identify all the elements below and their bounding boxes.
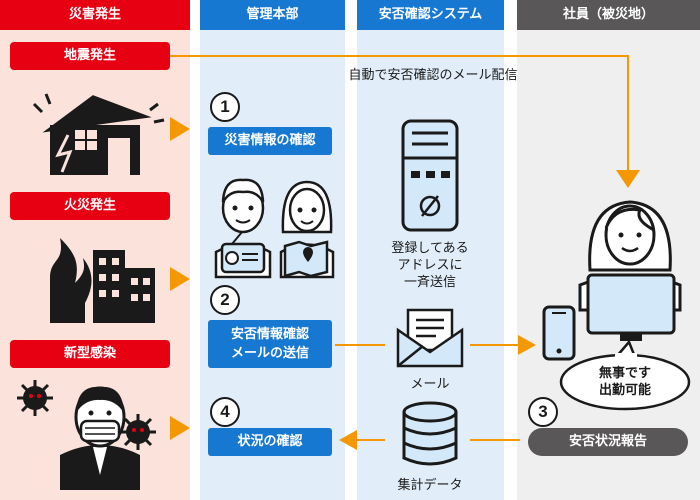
step-2-number: 2 (210, 285, 240, 315)
auto-mail-label: 自動で安否確認のメール配信 (348, 68, 518, 83)
step-1-box: 災害情報の確認 (208, 127, 332, 155)
collapsed-house-icon (32, 93, 165, 175)
auto-mail-arrowhead (616, 170, 640, 188)
send-mail-arrowhead (518, 335, 536, 355)
masked-person-icon (60, 386, 140, 490)
map-reader-woman-icon (279, 180, 335, 279)
aggregate-label: 集計データ (397, 478, 463, 493)
broadcast-line2: アドレスに (397, 258, 463, 273)
step-1-number: 1 (210, 92, 240, 122)
infection-label: 新型感染 (10, 340, 170, 368)
step-4-number: 4 (210, 397, 240, 427)
step-2-line1: 安否情報確認 (230, 327, 309, 342)
step-4-box: 状況の確認 (208, 428, 332, 456)
speech-line1: 無事です (598, 366, 651, 381)
virus-icon (120, 414, 156, 450)
broadcast-line3: 一斉送信 (403, 275, 456, 290)
step-3-box: 安否状況報告 (528, 428, 688, 456)
arrow-to-step1 (170, 117, 190, 141)
system-column-header: 安否確認システム (357, 0, 504, 30)
speech-bubble-text: 無事です 出勤可能 (575, 365, 675, 399)
step-2-line2: メールの送信 (230, 346, 309, 361)
arrow-to-step4 (170, 416, 190, 440)
server-icon (401, 119, 459, 232)
burning-building-icon (50, 238, 155, 323)
speech-line2: 出勤可能 (598, 383, 651, 398)
employee-at-laptop-icon (578, 200, 682, 341)
broadcast-line1: 登録してある (391, 241, 469, 256)
database-icon (402, 401, 458, 466)
envelope-icon (396, 308, 464, 368)
news-reader-man-icon (214, 178, 272, 279)
step-3-number: 3 (528, 397, 558, 427)
disaster-column-header: 災害発生 (0, 0, 190, 30)
speech-bubble (559, 340, 691, 411)
employee-column-header: 社員（被災地） (517, 0, 700, 30)
arrow-to-step2 (170, 267, 190, 291)
hq-column-header: 管理本部 (200, 0, 345, 30)
broadcast-text: 登録してある アドレスに 一斉送信 (365, 240, 495, 291)
fire-label: 火災発生 (10, 192, 170, 220)
mail-label: メール (410, 377, 450, 392)
earthquake-label: 地震発生 (10, 42, 170, 70)
virus-icon (17, 380, 53, 416)
smartphone-icon (542, 305, 576, 361)
auto-mail-arrow (170, 55, 629, 172)
step-2-box: 安否情報確認 メールの送信 (208, 320, 332, 368)
report-arrowhead (339, 430, 357, 450)
